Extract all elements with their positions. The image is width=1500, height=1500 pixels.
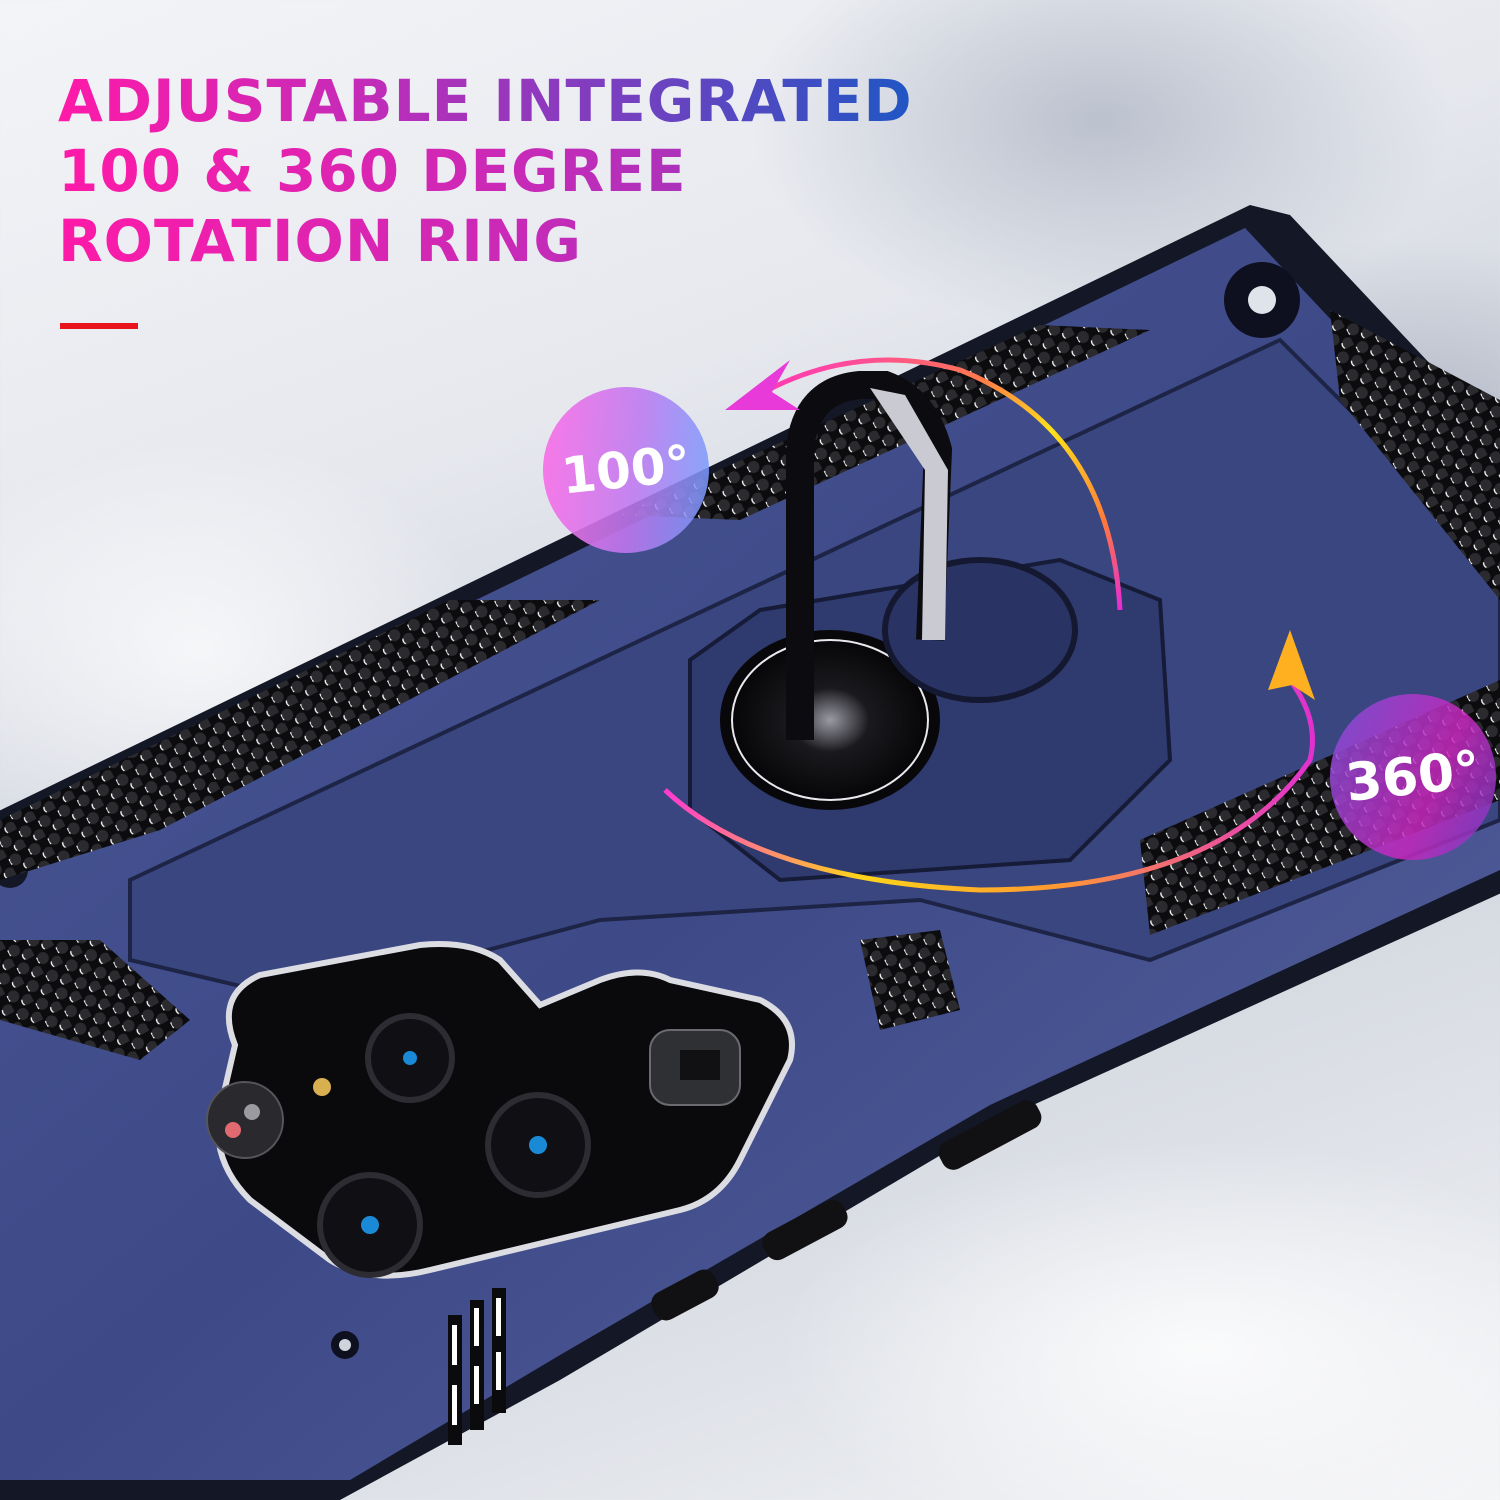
arrow-head-left-icon: [725, 360, 800, 410]
headline-line-3: ROTATION RING: [58, 206, 913, 276]
side-buttons: [651, 1100, 1042, 1321]
headline: ADJUSTABLE INTEGRATED 100 & 360 DEGREE R…: [58, 66, 913, 276]
headline-line-2: 100 & 360 DEGREE: [58, 136, 913, 206]
badge-360-label: 360°: [1342, 740, 1484, 814]
accent-bar: [60, 323, 138, 329]
corner-bumper-vents: [448, 1288, 506, 1445]
camera-module: [206, 941, 795, 1279]
rotation-arrows: [663, 357, 1315, 893]
ring-holder: [688, 371, 1173, 883]
headline-line-1: ADJUSTABLE INTEGRATED: [58, 67, 913, 135]
badge-100-label: 100°: [558, 434, 694, 506]
arrow-head-right-icon: [1268, 630, 1315, 700]
